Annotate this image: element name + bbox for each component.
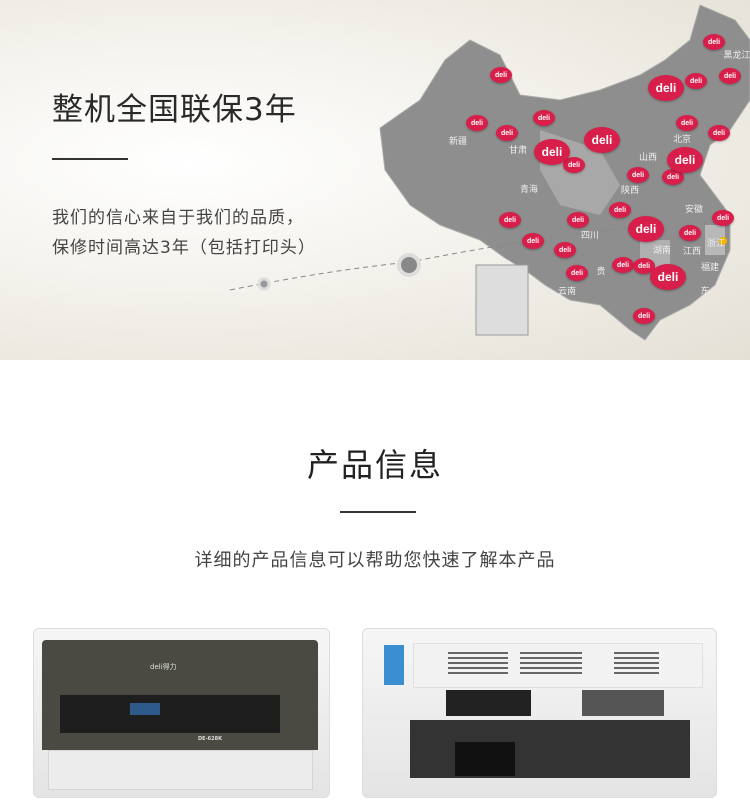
deli-location-pin: deli [633, 308, 655, 324]
title-divider [52, 158, 128, 160]
deli-location-pin: deli [563, 157, 585, 173]
deli-location-pin: deli [567, 212, 589, 228]
province-label: 四川 [580, 231, 600, 241]
deli-location-pin: deli [499, 212, 521, 228]
deli-location-pin: deli [667, 147, 703, 173]
deli-location-pin: deli [612, 257, 634, 273]
deli-location-pin: deli [679, 225, 701, 241]
deli-location-pin: deli [496, 125, 518, 141]
deli-location-pin: deli [648, 75, 684, 101]
deli-location-pin: deli [584, 127, 620, 153]
deli-location-pin: deli [685, 73, 707, 89]
province-label: 湖南 [652, 246, 672, 256]
province-label: 山西 [638, 153, 658, 163]
province-label: 青海 [519, 185, 539, 195]
deli-location-pin: deli [676, 115, 698, 131]
warranty-subtitle-line1: 我们的信心来自于我们的品质， [52, 208, 304, 228]
province-label: 福建 [700, 263, 720, 273]
deli-location-pin: deli [708, 125, 730, 141]
deli-location-pin: deli [703, 34, 725, 50]
deli-location-pin: deli [533, 110, 555, 126]
deli-location-pin: deli [466, 115, 488, 131]
province-label: 江西 [682, 247, 702, 257]
deli-location-pin: deli [719, 68, 741, 84]
deli-location-pin: deli [522, 233, 544, 249]
deli-location-pin: deli [534, 139, 570, 165]
deli-location-pin: deli [609, 202, 631, 218]
warranty-title: 整机全国联保3年 [52, 92, 297, 128]
deli-location-pin: deli [566, 265, 588, 281]
deli-location-pin: deli [650, 264, 686, 290]
province-label: 云南 [557, 287, 577, 297]
province-label: 陕西 [620, 186, 640, 196]
section-divider [340, 511, 416, 513]
section-subtitle: 详细的产品信息可以帮助您快速了解本产品 [194, 550, 556, 571]
province-label: 浙江 [706, 239, 726, 249]
province-label: 东 [700, 287, 710, 297]
deli-location-pin: deli [633, 258, 655, 274]
deli-location-pin: deli [554, 242, 576, 258]
deli-location-pin: deli [662, 169, 684, 185]
deli-location-pin: deli [628, 216, 664, 242]
province-label: 黑龙江 [723, 51, 750, 61]
warranty-subtitle-line2: 保修时间高达3年（包括打印头） [52, 238, 316, 258]
front-logo: deli得力 [150, 663, 177, 671]
model-label: DE-628K [198, 736, 222, 742]
deli-location-pin: deli [627, 167, 649, 183]
province-label: 贵 [596, 267, 606, 277]
province-label: 安徽 [684, 205, 704, 215]
province-label: 甘肃 [508, 146, 528, 156]
deli-location-pin: deli [712, 210, 734, 226]
province-label: 北京 [672, 135, 692, 145]
province-label: 新疆 [448, 137, 468, 147]
deli-location-pin: deli [490, 67, 512, 83]
section-title: 产品信息 [306, 446, 443, 484]
